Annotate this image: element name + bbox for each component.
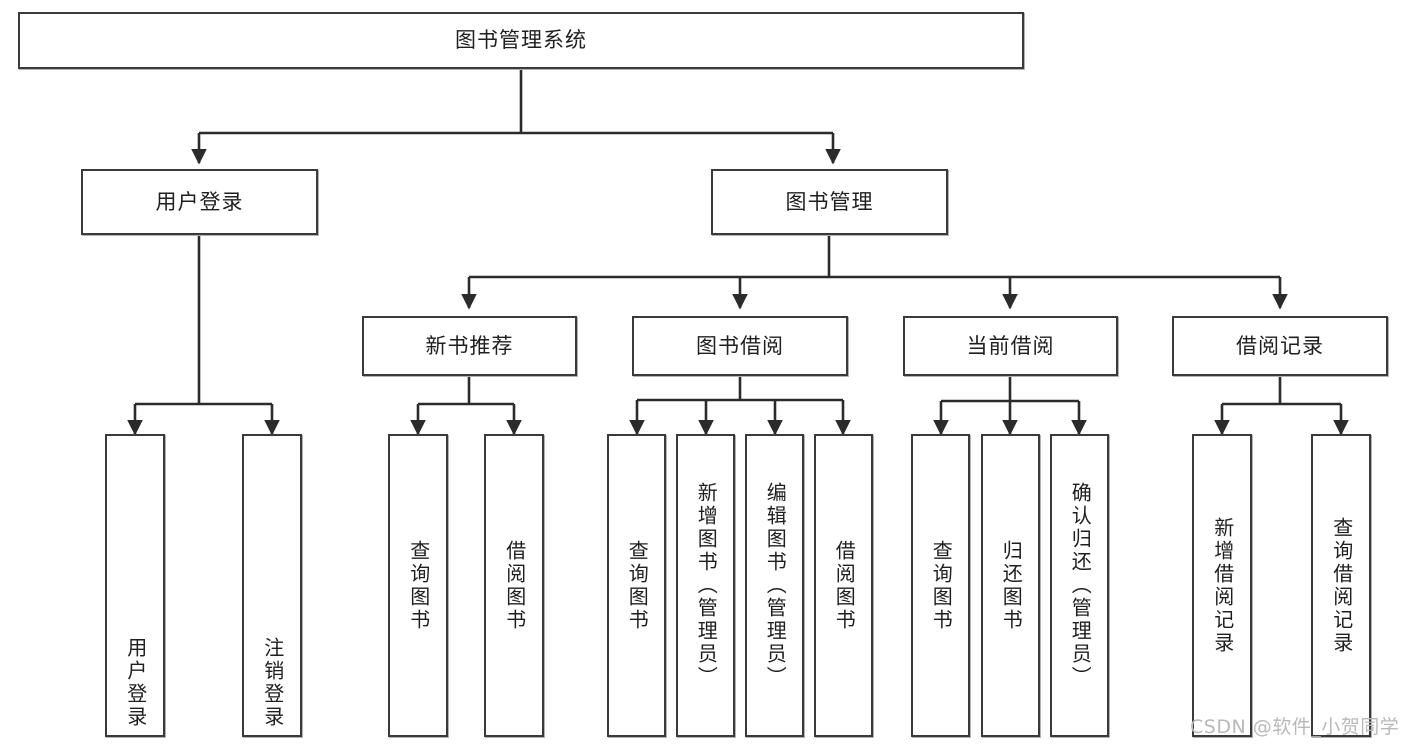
- leaf-borrow-record-add[interactable]: 新增借阅记录: [1192, 434, 1252, 737]
- leaf-borrow-record-query[interactable]: 查询借阅记录: [1311, 434, 1371, 737]
- node-label: 查询图书: [929, 539, 954, 632]
- node-borrow-record[interactable]: 借阅记录: [1172, 316, 1388, 376]
- node-label: 借阅图书: [502, 539, 527, 632]
- node-label: 图书管理系统: [455, 28, 587, 53]
- node-label: 当前借阅: [966, 333, 1055, 358]
- leaf-user-login-logout[interactable]: 注销登录: [242, 434, 302, 737]
- node-label: 查询图书: [625, 539, 650, 632]
- node-label: 借阅图书: [832, 539, 857, 632]
- leaf-book-borrow-add[interactable]: 新增图书（管理员）: [676, 434, 735, 737]
- leaf-user-login-login[interactable]: 用户登录: [105, 434, 165, 737]
- node-new-book-recommend[interactable]: 新书推荐: [362, 316, 577, 376]
- node-book-management[interactable]: 图书管理: [711, 169, 948, 235]
- leaf-book-borrow-query[interactable]: 查询图书: [607, 434, 666, 737]
- node-label: 查询借阅记录: [1329, 516, 1354, 655]
- node-label: 编辑图书（管理员）: [763, 482, 788, 689]
- leaf-new-book-borrow[interactable]: 借阅图书: [484, 434, 544, 737]
- leaf-current-borrow-confirm-return[interactable]: 确认归还（管理员）: [1050, 434, 1109, 737]
- node-label: 用户登录: [123, 637, 148, 729]
- node-user-login[interactable]: 用户登录: [81, 169, 318, 235]
- leaf-book-borrow-edit[interactable]: 编辑图书（管理员）: [745, 434, 804, 737]
- node-label: 图书借阅: [696, 333, 784, 358]
- node-label: 新书推荐: [425, 333, 514, 358]
- node-label: 查询图书: [406, 539, 431, 632]
- leaf-book-borrow-borrow[interactable]: 借阅图书: [814, 434, 873, 737]
- node-label: 新增图书（管理员）: [694, 482, 719, 689]
- node-label: 用户登录: [155, 189, 244, 214]
- node-label: 图书管理: [785, 189, 874, 214]
- leaf-current-borrow-query[interactable]: 查询图书: [911, 434, 970, 737]
- node-root-system[interactable]: 图书管理系统: [18, 12, 1024, 69]
- node-label: 归还图书: [999, 539, 1024, 632]
- node-book-borrow[interactable]: 图书借阅: [632, 316, 848, 376]
- leaf-new-book-query[interactable]: 查询图书: [388, 434, 448, 737]
- node-label: 借阅记录: [1236, 333, 1324, 358]
- node-label: 确认归还（管理员）: [1068, 482, 1093, 689]
- node-current-borrow[interactable]: 当前借阅: [903, 316, 1118, 376]
- leaf-current-borrow-return[interactable]: 归还图书: [981, 434, 1040, 737]
- node-label: 新增借阅记录: [1210, 516, 1235, 655]
- node-label: 注销登录: [260, 637, 285, 729]
